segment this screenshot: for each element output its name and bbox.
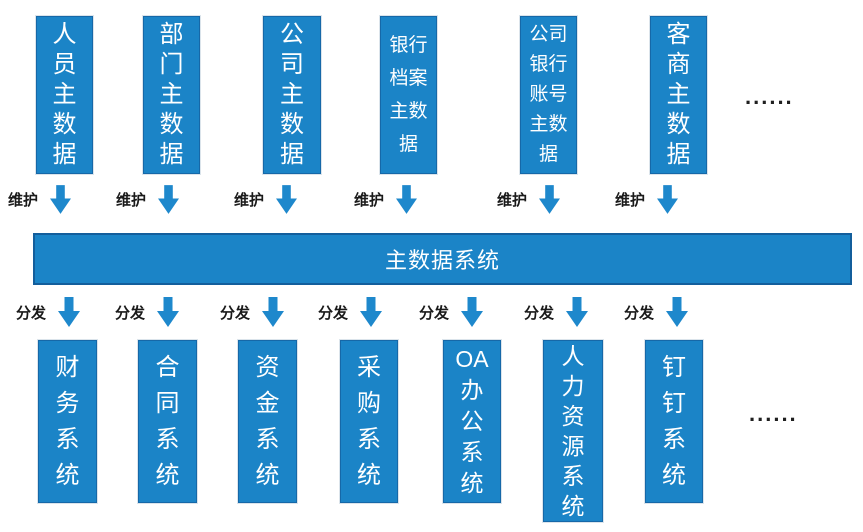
contract-system-label: 合 同 系 统 xyxy=(155,353,180,489)
oa-office-system-box: OA 办 公 系 统 xyxy=(443,340,501,503)
finance-system-box: 财 务 系 统 xyxy=(38,340,97,503)
maintain-label: 维护 xyxy=(354,191,385,209)
down-arrow-icon xyxy=(566,297,589,327)
down-arrow-icon xyxy=(657,184,679,214)
down-arrow-icon xyxy=(539,184,561,214)
company-bank-account-master-data-box: 公司 银行 账号 主数 据 xyxy=(520,16,577,174)
bank-archive-master-data-box: 银行 档案 主数 据 xyxy=(380,16,437,174)
finance-system-label: 财 务 系 统 xyxy=(55,353,80,489)
master-data-system-label: 主数据系统 xyxy=(384,248,500,273)
company-master-data-box: 公 司 主 数 据 xyxy=(263,16,321,174)
hr-system-label: 人 力 资 源 系 统 xyxy=(561,343,585,519)
distribute-label: 分发 xyxy=(220,304,251,322)
distribute-arrow-group-5: 分发 xyxy=(419,296,484,328)
procurement-system-label: 采 购 系 统 xyxy=(357,353,381,489)
down-arrow-icon xyxy=(157,297,180,327)
customer-supplier-master-data-label: 客 商 主 数 据 xyxy=(666,21,691,168)
down-arrow-icon xyxy=(158,184,180,214)
maintain-arrow-group-6: 维护 xyxy=(615,183,679,215)
maintain-arrow-group-3: 维护 xyxy=(234,183,298,215)
maintain-label: 维护 xyxy=(234,191,265,209)
down-arrow-icon xyxy=(276,184,298,214)
down-arrow-icon xyxy=(262,297,285,327)
distribute-label: 分发 xyxy=(624,304,655,322)
distribute-arrow-group-1: 分发 xyxy=(16,296,81,328)
distribute-arrow-group-2: 分发 xyxy=(115,296,180,328)
distribute-arrow-group-7: 分发 xyxy=(624,296,689,328)
maintain-label: 维护 xyxy=(8,191,39,209)
maintain-arrow-group-4: 维护 xyxy=(354,183,418,215)
down-arrow-icon xyxy=(360,297,383,327)
department-master-data-label: 部 门 主 数 据 xyxy=(159,21,184,168)
top-row-ellipsis: ...... xyxy=(745,84,794,109)
personnel-master-data-label: 人 员 主 数 据 xyxy=(52,21,77,168)
down-arrow-icon xyxy=(461,297,484,327)
distribute-label: 分发 xyxy=(115,304,146,322)
distribute-arrow-group-6: 分发 xyxy=(524,296,589,328)
company-bank-account-master-data-label: 公司 银行 账号 主数 据 xyxy=(529,24,568,165)
dingtalk-system-label: 钉 钉 系 统 xyxy=(662,353,686,489)
distribute-label: 分发 xyxy=(16,304,47,322)
bank-archive-master-data-label: 银行 档案 主数 据 xyxy=(389,35,428,155)
maintain-arrow-group-2: 维护 xyxy=(116,183,180,215)
master-data-system-bar: 主数据系统 xyxy=(33,233,852,285)
down-arrow-icon xyxy=(58,297,81,327)
dingtalk-system-box: 钉 钉 系 统 xyxy=(645,340,703,503)
down-arrow-icon xyxy=(396,184,418,214)
distribute-label: 分发 xyxy=(318,304,349,322)
company-master-data-label: 公 司 主 数 据 xyxy=(280,21,304,168)
contract-system-box: 合 同 系 统 xyxy=(138,340,197,503)
bottom-row-ellipsis: ...... xyxy=(749,401,798,426)
down-arrow-icon xyxy=(50,184,72,214)
maintain-arrow-group-1: 维护 xyxy=(8,183,72,215)
procurement-system-box: 采 购 系 统 xyxy=(340,340,398,503)
department-master-data-box: 部 门 主 数 据 xyxy=(143,16,200,174)
distribute-arrow-group-3: 分发 xyxy=(220,296,285,328)
distribute-arrow-group-4: 分发 xyxy=(318,296,383,328)
down-arrow-icon xyxy=(666,297,689,327)
maintain-label: 维护 xyxy=(497,191,528,209)
personnel-master-data-box: 人 员 主 数 据 xyxy=(36,16,93,174)
maintain-label: 维护 xyxy=(615,191,646,209)
maintain-arrow-group-5: 维护 xyxy=(497,183,561,215)
customer-supplier-master-data-box: 客 商 主 数 据 xyxy=(650,16,707,174)
oa-office-system-label: OA 办 公 系 统 xyxy=(455,346,489,496)
funds-system-box: 资 金 系 统 xyxy=(238,340,297,503)
distribute-label: 分发 xyxy=(524,304,555,322)
hr-system-box: 人 力 资 源 系 统 xyxy=(543,340,603,522)
funds-system-label: 资 金 系 统 xyxy=(255,353,280,489)
maintain-label: 维护 xyxy=(116,191,147,209)
distribute-label: 分发 xyxy=(419,304,450,322)
